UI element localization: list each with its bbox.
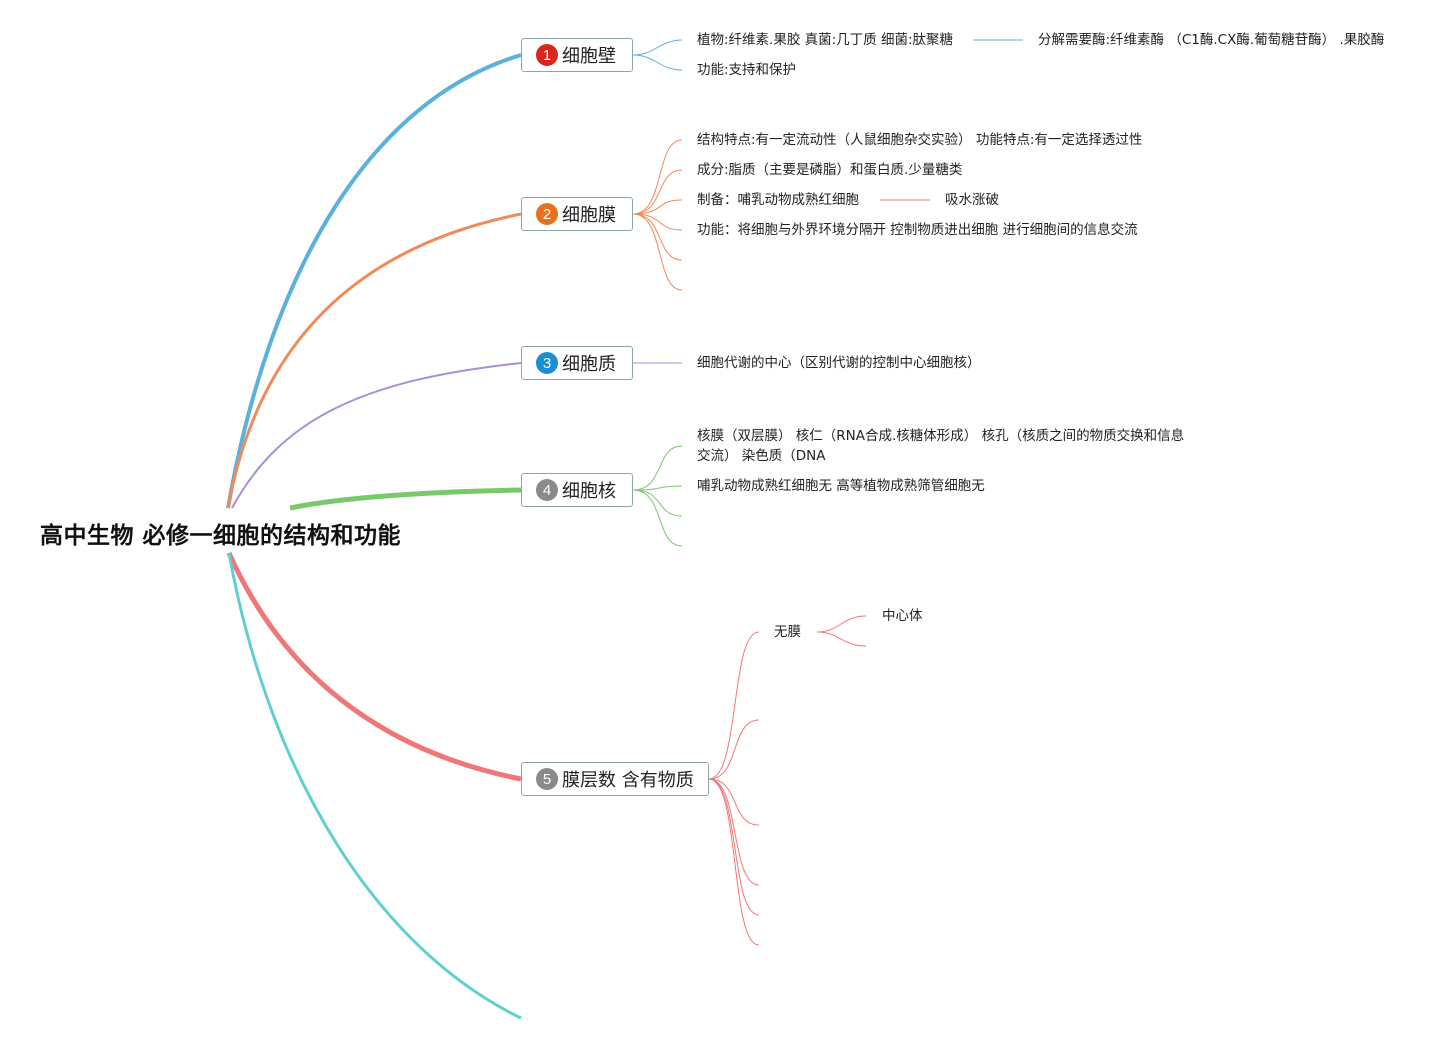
connector-2	[632, 199, 683, 215]
leaf-membrane-components[interactable]: 成分:脂质（主要是磷脂）和蛋白质.少量糖类	[697, 162, 963, 178]
connector-5	[708, 778, 760, 886]
main-branch-line-3	[231, 362, 522, 509]
main-branch-line-6	[227, 552, 522, 1020]
connector-4	[632, 489, 683, 517]
branch-membrane-layers[interactable]: 5 膜层数 含有物质	[521, 762, 709, 796]
priority-5-icon: 5	[536, 768, 558, 790]
connector-1	[632, 39, 683, 56]
connector-4	[632, 489, 683, 547]
branch-cytoplasm[interactable]: 3 细胞质	[521, 346, 633, 380]
leaf-membrane-preparation-method[interactable]: 吸水涨破	[945, 192, 999, 208]
leaf-nucleus-structure[interactable]: 核膜（双层膜） 核仁（RNA合成.核糖体形成） 核孔（核质之间的物质交换和信息交…	[697, 428, 1185, 464]
connector-2	[632, 213, 683, 261]
connector-5	[708, 719, 760, 780]
main-branch-line-4	[289, 487, 522, 511]
priority-2-icon: 2	[536, 203, 558, 225]
leaf-membrane-features[interactable]: 结构特点:有一定流动性（人鼠细胞杂交实验） 功能特点:有一定选择透过性	[697, 132, 1143, 148]
branch-cell-wall[interactable]: 1 细胞壁	[521, 38, 633, 72]
leaf-centrosome[interactable]: 中心体	[882, 608, 923, 624]
leaf-cell-wall-composition[interactable]: 植物:纤维素.果胶 真菌:几丁质 细菌:肽聚糖	[697, 32, 954, 48]
branch-nucleus[interactable]: 4 细胞核	[521, 473, 633, 507]
root-topic[interactable]: 高中生物 必修一细胞的结构和功能	[40, 523, 402, 549]
connector-5	[708, 778, 760, 826]
connector-5-sub	[816, 615, 867, 633]
priority-1-icon: 1	[536, 44, 558, 66]
leaf-membrane-function[interactable]: 功能：将细胞与外界环境分隔开 控制物质进出细胞 进行细胞间的信息交流	[697, 222, 1138, 238]
connector-4	[632, 445, 683, 491]
leaf-no-membrane[interactable]: 无膜	[774, 624, 801, 640]
branch-label: 膜层数 含有物质	[562, 770, 694, 791]
leaf-nucleus-absent[interactable]: 哺乳动物成熟红细胞无 高等植物成熟筛管细胞无	[697, 478, 985, 494]
branch-label: 细胞壁	[562, 46, 616, 67]
branch-label: 细胞质	[562, 354, 616, 375]
connector-4	[632, 485, 683, 491]
connector-2	[632, 169, 683, 215]
leaf-membrane-preparation[interactable]: 制备：哺乳动物成熟红细胞	[697, 192, 859, 208]
main-branch-line-5	[226, 551, 522, 782]
connector-5	[708, 778, 760, 946]
connector-1	[632, 54, 683, 71]
connector-2	[632, 213, 683, 231]
priority-3-icon: 3	[536, 352, 558, 374]
leaf-cell-wall-function[interactable]: 功能:支持和保护	[697, 62, 797, 78]
main-branch-line-2	[226, 212, 522, 509]
connector-5-sub	[816, 631, 867, 647]
connector-2	[632, 213, 683, 291]
main-branch-line-1	[226, 53, 522, 509]
priority-4-icon: 4	[536, 479, 558, 501]
connector-5	[708, 631, 760, 780]
branch-label: 细胞膜	[562, 205, 616, 226]
leaf-cell-wall-enzyme[interactable]: 分解需要酶:纤维素酶 （C1酶.CX酶.葡萄糖苷酶） .果胶酶	[1038, 32, 1385, 48]
branch-cell-membrane[interactable]: 2 细胞膜	[521, 197, 633, 231]
leaf-cytoplasm-center[interactable]: 细胞代谢的中心（区别代谢的控制中心细胞核）	[697, 355, 981, 371]
connector-2	[632, 139, 683, 215]
connector-5	[708, 778, 760, 916]
branch-label: 细胞核	[562, 481, 616, 502]
